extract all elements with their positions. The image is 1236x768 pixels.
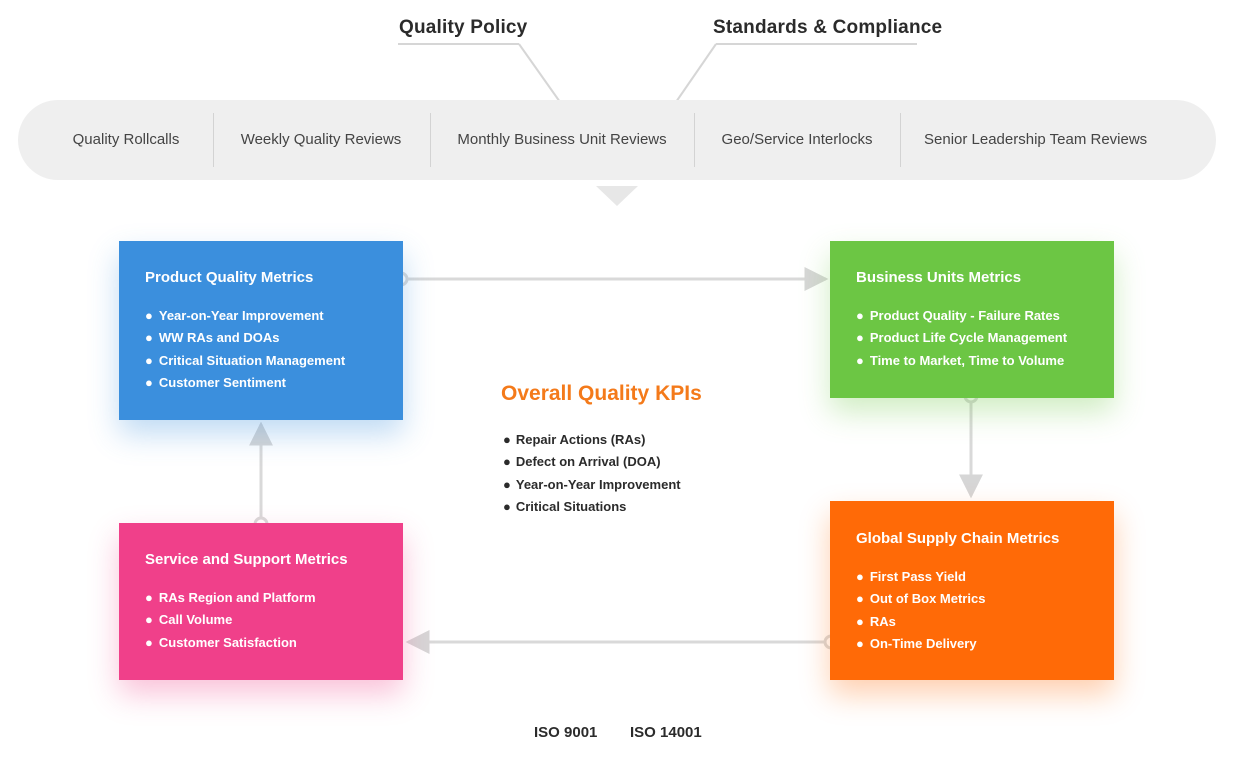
review-senior-leadership: Senior Leadership Team Reviews (924, 131, 1148, 148)
card-title: Service and Support Metrics (145, 551, 348, 568)
list-item: ●Year-on-Year Improvement (145, 308, 324, 323)
list-item: ●Critical Situations (503, 499, 627, 515)
review-weekly-quality: Weekly Quality Reviews (240, 131, 402, 148)
list-item: ●RAs Region and Platform (145, 590, 316, 605)
card-list: ●RAs Region and Platform ●Call Volume ●C… (145, 587, 403, 654)
list-item: ●Product Quality - Failure Rates (856, 308, 1060, 323)
list-item: ●WW RAs and DOAs (145, 330, 280, 346)
list-item: ●Year-on-Year Improvement (503, 476, 681, 492)
bullet-icon: ● (503, 454, 511, 470)
service-support-metrics-card: Service and Support Metrics ●RAs Region … (119, 523, 403, 680)
iso-14001-label: ISO 14001 (630, 724, 702, 741)
bullet-icon: ● (145, 330, 153, 346)
list-item: ●Critical Situation Management (145, 352, 346, 368)
card-list: ●First Pass Yield ●Out of Box Metrics ●R… (856, 566, 1114, 656)
business-units-metrics-card: Business Units Metrics ●Product Quality … (830, 241, 1114, 398)
quality-policy-label: Quality Policy (399, 17, 528, 38)
bullet-icon: ● (856, 636, 864, 652)
card-title: Global Supply Chain Metrics (856, 530, 1060, 547)
list-item: ●Repair Actions (RAs) (503, 432, 646, 447)
standards-compliance-label: Standards & Compliance (713, 17, 943, 38)
bullet-icon: ● (856, 591, 864, 607)
review-quality-rollcalls: Quality Rollcalls (72, 131, 180, 148)
bullet-icon: ● (856, 352, 864, 368)
bullet-icon: ● (503, 432, 511, 447)
bullet-icon: ● (856, 613, 864, 629)
iso-9001-label: ISO 9001 (534, 724, 598, 741)
global-supply-chain-metrics-card: Global Supply Chain Metrics ●First Pass … (830, 501, 1114, 680)
bullet-icon: ● (145, 375, 153, 391)
review-cadence-bar: Quality Rollcalls Weekly Quality Reviews… (18, 100, 1216, 180)
list-item: ●Time to Market, Time to Volume (856, 352, 1065, 368)
bullet-icon: ● (856, 330, 864, 346)
kpi-title: Overall Quality KPIs (501, 382, 702, 405)
bullet-icon: ● (503, 499, 511, 515)
list-item: ●On-Time Delivery (856, 636, 977, 652)
card-list: ●Year-on-Year Improvement ●WW RAs and DO… (145, 305, 403, 395)
funnel-lines (398, 43, 917, 103)
list-item: ●First Pass Yield (856, 569, 966, 584)
list-item: ●Defect on Arrival (DOA) (503, 454, 661, 470)
list-item: ●Product Life Cycle Management (856, 330, 1068, 346)
bullet-icon: ● (856, 308, 864, 323)
overall-quality-kpis: Overall Quality KPIs ●Repair Actions (RA… (501, 382, 702, 519)
product-quality-metrics-card: Product Quality Metrics ●Year-on-Year Im… (119, 241, 403, 420)
card-title: Business Units Metrics (856, 269, 1022, 286)
card-title: Product Quality Metrics (145, 269, 314, 286)
review-divider (900, 113, 901, 167)
bullet-icon: ● (145, 590, 153, 605)
bullet-icon: ● (145, 308, 153, 323)
bullet-icon: ● (856, 569, 864, 584)
list-item: ●RAs (856, 613, 896, 629)
kpi-list: ●Repair Actions (RAs) ●Defect on Arrival… (501, 429, 702, 519)
card-list: ●Product Quality - Failure Rates ●Produc… (856, 305, 1114, 372)
list-item: ●Out of Box Metrics (856, 591, 986, 607)
list-item: ●Call Volume (145, 612, 233, 628)
review-divider (430, 113, 431, 167)
review-geo-service-interlocks: Geo/Service Interlocks (721, 131, 873, 148)
down-pointer-icon (596, 186, 638, 206)
review-divider (213, 113, 214, 167)
bullet-icon: ● (503, 476, 511, 492)
list-item: ●Customer Sentiment (145, 375, 286, 391)
list-item: ●Customer Satisfaction (145, 634, 297, 650)
bullet-icon: ● (145, 352, 153, 368)
bullet-icon: ● (145, 612, 153, 628)
review-divider (694, 113, 695, 167)
bullet-icon: ● (145, 634, 153, 650)
review-monthly-business-unit: Monthly Business Unit Reviews (457, 131, 667, 148)
